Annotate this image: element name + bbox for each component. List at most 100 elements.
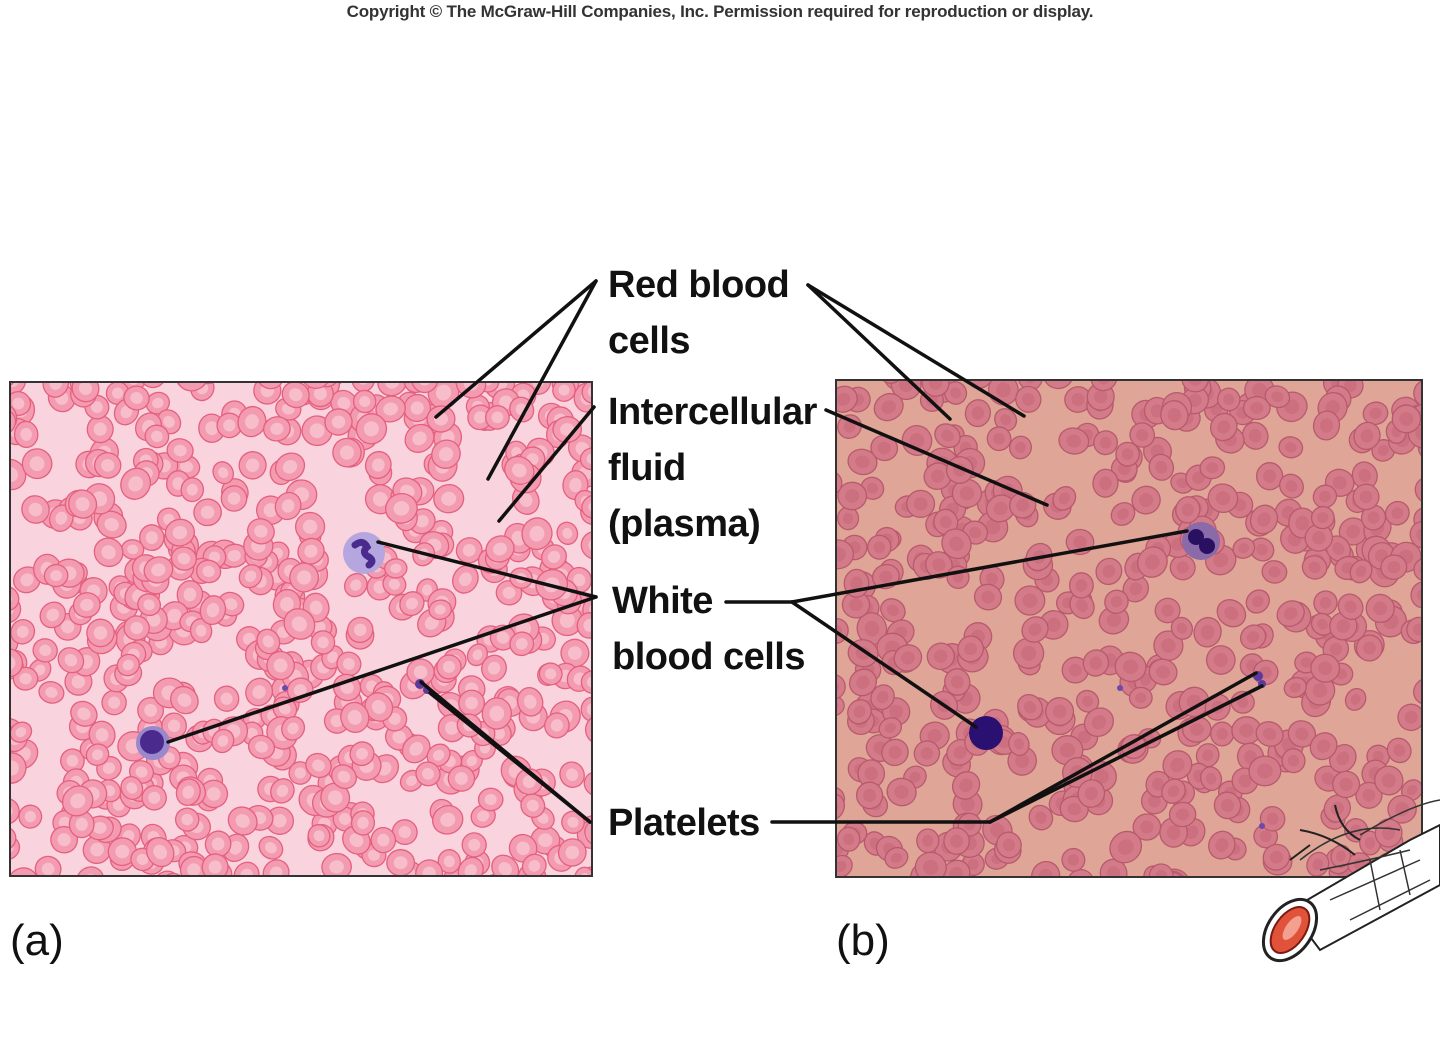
red-blood-cell xyxy=(878,380,904,384)
red-blood-cell xyxy=(1213,791,1242,820)
red-blood-cell xyxy=(300,382,332,389)
red-blood-cell xyxy=(82,834,112,865)
red-blood-cell xyxy=(1082,649,1110,677)
red-blood-cell xyxy=(274,452,306,482)
red-blood-cell xyxy=(1061,847,1086,872)
red-blood-cell xyxy=(1209,412,1238,442)
red-blood-cell xyxy=(1328,743,1357,773)
red-blood-cell xyxy=(137,593,162,617)
red-blood-cell xyxy=(274,491,302,521)
red-blood-cell xyxy=(1158,870,1187,877)
red-blood-cell xyxy=(1406,616,1422,643)
red-blood-cell xyxy=(1283,676,1307,699)
red-blood-cell xyxy=(1154,597,1181,624)
red-blood-cell xyxy=(921,380,950,397)
red-blood-cell xyxy=(1110,502,1136,526)
red-blood-cell xyxy=(71,382,100,403)
red-blood-cell xyxy=(994,408,1018,432)
red-blood-cell xyxy=(1338,517,1368,546)
red-blood-cell xyxy=(1310,505,1335,530)
red-blood-cell xyxy=(1353,421,1381,451)
leader-rbc-b2 xyxy=(806,283,1026,418)
red-blood-cell xyxy=(509,631,535,657)
red-blood-cell xyxy=(401,734,431,764)
red-blood-cell xyxy=(175,778,201,806)
red-blood-cell xyxy=(1148,453,1175,481)
red-blood-cell xyxy=(1413,380,1422,408)
red-blood-cell xyxy=(1200,766,1223,792)
red-blood-cell xyxy=(75,866,105,876)
red-blood-cell xyxy=(262,859,290,876)
red-blood-cell xyxy=(544,712,570,739)
red-blood-cell xyxy=(1014,585,1046,616)
red-blood-cell xyxy=(1195,743,1220,768)
red-blood-cell xyxy=(1161,778,1186,804)
red-blood-cell xyxy=(410,382,439,394)
red-blood-cell xyxy=(901,425,933,456)
leader-platelets-b1 xyxy=(988,671,1258,824)
red-blood-cell xyxy=(482,874,506,876)
red-blood-cell xyxy=(1205,645,1236,675)
red-blood-cell xyxy=(431,439,461,469)
red-blood-cell xyxy=(415,859,444,876)
red-blood-cell xyxy=(305,752,332,779)
red-blood-cell xyxy=(258,835,284,860)
leader-fluid-b xyxy=(824,408,1049,507)
red-blood-cell xyxy=(1052,486,1077,511)
red-blood-cell xyxy=(180,477,205,503)
red-blood-cell xyxy=(256,382,285,390)
red-blood-cell xyxy=(836,854,853,877)
red-blood-cell xyxy=(1232,537,1256,559)
red-blood-cell xyxy=(1309,732,1338,761)
red-blood-cell xyxy=(1093,430,1119,456)
red-blood-cell xyxy=(105,382,130,405)
red-blood-cell xyxy=(32,638,58,663)
red-blood-cell xyxy=(1255,721,1284,747)
red-blood-cell xyxy=(364,450,392,480)
leader-rbc-a2 xyxy=(486,279,598,481)
red-blood-cell xyxy=(176,382,209,392)
label-intercellular-fluid-line2: fluid xyxy=(608,447,686,489)
red-blood-cell xyxy=(848,668,878,697)
panel-b-letter: (b) xyxy=(836,916,890,965)
red-blood-cell xyxy=(1129,422,1156,448)
red-blood-cell xyxy=(297,537,325,565)
red-blood-cell xyxy=(916,828,940,854)
red-blood-cell xyxy=(520,793,546,818)
red-blood-cell xyxy=(10,797,20,825)
red-blood-cell xyxy=(1374,818,1403,848)
red-blood-cell xyxy=(120,467,152,500)
red-blood-cell xyxy=(238,451,267,480)
red-blood-cell xyxy=(551,604,583,637)
leader-wbc-a1 xyxy=(376,540,598,599)
red-blood-cell xyxy=(951,771,981,800)
red-blood-cell xyxy=(192,382,221,385)
red-blood-cell xyxy=(1397,703,1422,732)
red-blood-cell xyxy=(70,700,98,727)
red-blood-cell xyxy=(1207,483,1239,513)
red-blood-cell xyxy=(1249,537,1275,562)
red-blood-cell xyxy=(265,806,295,835)
red-blood-cell xyxy=(1362,401,1389,426)
red-blood-cell xyxy=(1417,433,1422,460)
red-blood-cell xyxy=(38,681,65,704)
blood-vessel-icon xyxy=(1261,799,1440,963)
red-blood-cell xyxy=(1077,779,1106,808)
red-blood-cell xyxy=(836,673,846,700)
red-blood-cell xyxy=(973,583,1003,611)
red-blood-cell xyxy=(198,413,226,443)
leader-fluid-a xyxy=(497,405,596,523)
red-blood-cell xyxy=(57,647,85,674)
red-blood-cell xyxy=(870,684,895,711)
red-blood-cell xyxy=(415,761,441,787)
red-blood-cell xyxy=(213,685,240,712)
red-blood-cell xyxy=(179,855,208,876)
red-blood-cell xyxy=(391,819,418,846)
red-blood-cell xyxy=(1312,410,1341,441)
red-blood-cell xyxy=(1148,658,1178,686)
red-blood-cell xyxy=(10,585,20,612)
red-blood-cell xyxy=(847,448,878,476)
red-blood-cell xyxy=(906,489,936,519)
red-blood-cell xyxy=(1374,765,1404,796)
panel-a-red-blood-cells xyxy=(10,382,592,876)
